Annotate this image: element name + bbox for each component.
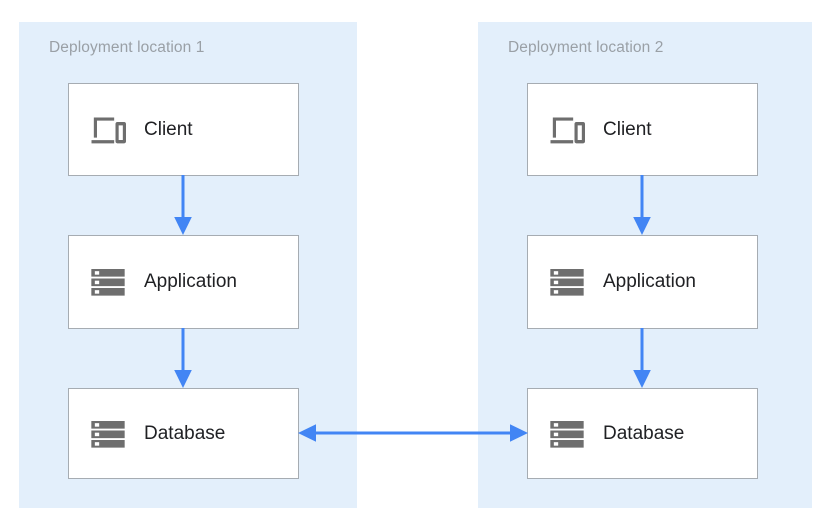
node-label: Client: [603, 118, 652, 140]
server-icon: [550, 269, 584, 296]
server-icon: [91, 420, 125, 448]
node-client-2[interactable]: Client: [527, 83, 758, 176]
server-icon: [91, 269, 125, 296]
node-database-2[interactable]: Database: [527, 388, 758, 479]
connector-application2-to-database2: [633, 328, 651, 388]
connector-client1-to-application1: [174, 175, 192, 235]
devices-icon: [91, 117, 126, 143]
node-application-2[interactable]: Application: [527, 235, 758, 329]
zone-2-title: Deployment location 2: [508, 39, 664, 56]
node-database-1[interactable]: Database: [68, 388, 299, 479]
connector-database1-to-database2-bidirectional: [298, 424, 528, 442]
node-label: Application: [603, 271, 696, 292]
node-label: Application: [144, 271, 237, 292]
connector-client2-to-application2: [633, 175, 651, 235]
node-label: Database: [603, 422, 685, 444]
node-application-1[interactable]: Application: [68, 235, 299, 329]
node-label: Client: [144, 118, 193, 140]
server-icon: [550, 420, 584, 448]
node-label: Database: [144, 422, 226, 444]
zone-1-title: Deployment location 1: [49, 39, 205, 56]
node-client-1[interactable]: Client: [68, 83, 299, 176]
devices-icon: [550, 117, 585, 143]
connector-application1-to-database1: [174, 328, 192, 388]
